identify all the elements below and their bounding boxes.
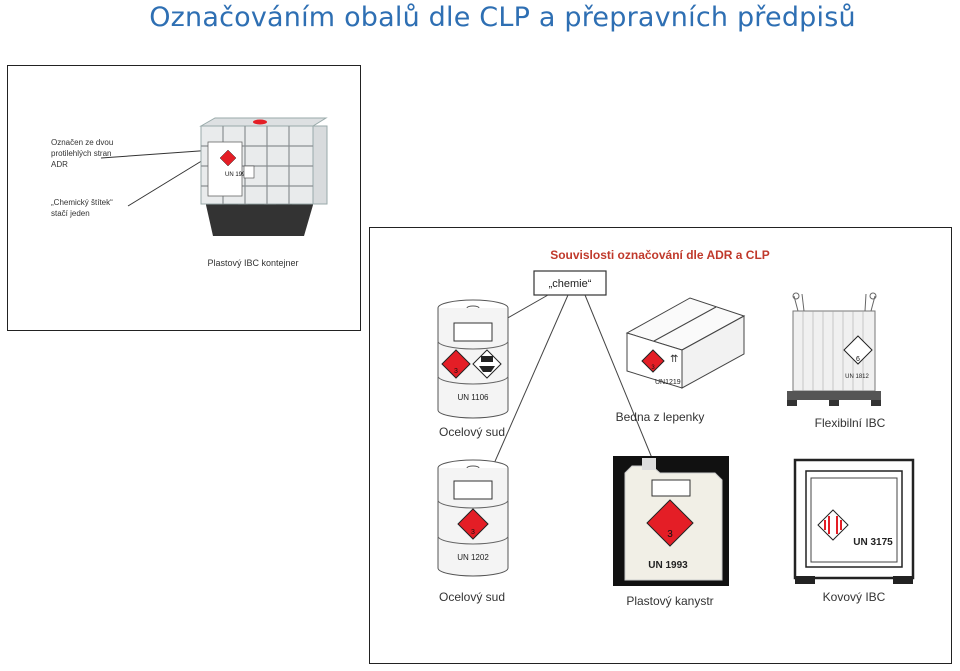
- svg-text:3: 3: [454, 368, 458, 375]
- ibc-caption: Plastový IBC kontejner: [178, 258, 328, 268]
- pointer-line-adr: [101, 150, 213, 158]
- steel-drum-1-icon: 3 UN 1106: [438, 300, 508, 418]
- ibc-container-panel: Označen ze dvou protilehlých stran ADR „…: [7, 65, 361, 331]
- caption-metal-ibc: Kovový IBC: [794, 590, 914, 604]
- steel-drum-2-un: UN 1202: [457, 553, 489, 562]
- flexible-ibc-icon: 6 UN 1812: [787, 293, 881, 406]
- chemie-label-text: „chemie“: [549, 278, 592, 290]
- adr-clp-relations-panel: Souvislosti označování dle ADR a CLP „ch…: [369, 227, 952, 664]
- metal-ibc-icon: UN 3175: [795, 460, 913, 584]
- flexible-ibc-un: UN 1812: [845, 374, 869, 380]
- cardboard-box-icon: 3 ⇈ UN1219: [627, 298, 744, 388]
- metal-ibc-un: UN 3175: [853, 537, 893, 548]
- ibc-label-plate: [208, 142, 242, 196]
- plastic-canister-un: UN 1993: [648, 560, 688, 571]
- cardboard-box-un: UN1219: [655, 379, 681, 386]
- slide-title: Označováním obalů dle CLP a přepravních …: [0, 2, 960, 33]
- caption-plastic-canister: Plastový kanystr: [600, 594, 740, 608]
- steel-drum-1-un: UN 1106: [458, 393, 490, 402]
- caption-steel-drum-2: Ocelový sud: [417, 590, 527, 604]
- caption-steel-drum-1: Ocelový sud: [417, 425, 527, 439]
- caption-cardboard-box: Bedna z lepenky: [595, 410, 725, 424]
- svg-text:⇈: ⇈: [670, 354, 678, 365]
- steel-drum-2-icon: 3 UN 1202: [438, 460, 508, 576]
- ibc-container-illustration: UN 1993: [8, 66, 360, 330]
- svg-text:6: 6: [856, 356, 860, 363]
- svg-text:3: 3: [471, 529, 475, 536]
- caption-flexible-ibc: Flexibilní IBC: [790, 416, 910, 430]
- pointer-line-chem: [128, 154, 213, 206]
- plastic-canister-icon: 3 UN 1993: [613, 456, 729, 586]
- svg-text:3: 3: [667, 529, 673, 540]
